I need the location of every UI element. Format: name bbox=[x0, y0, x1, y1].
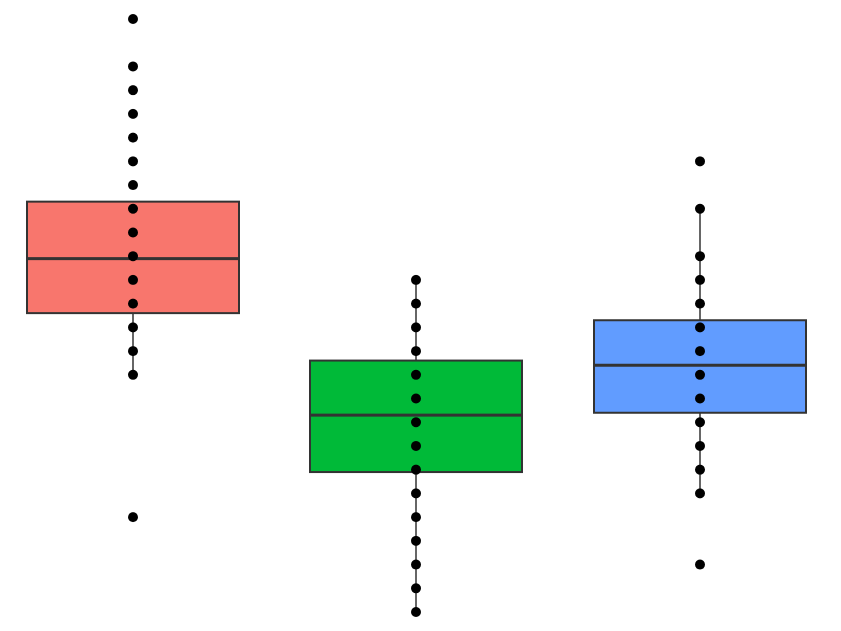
data-point bbox=[128, 132, 138, 143]
data-point bbox=[411, 535, 421, 546]
data-point bbox=[695, 298, 705, 309]
data-point bbox=[411, 583, 421, 594]
data-point bbox=[128, 298, 138, 309]
data-point bbox=[695, 322, 705, 333]
data-point bbox=[411, 346, 421, 357]
data-point bbox=[128, 274, 138, 285]
data-point bbox=[695, 203, 705, 214]
data-point bbox=[411, 274, 421, 285]
data-point bbox=[128, 85, 138, 96]
box-group-2 bbox=[309, 274, 523, 617]
data-point bbox=[411, 393, 421, 404]
data-point bbox=[128, 251, 138, 262]
data-point bbox=[695, 274, 705, 285]
data-point bbox=[695, 393, 705, 404]
data-point bbox=[128, 369, 138, 380]
data-point bbox=[695, 440, 705, 451]
data-point bbox=[128, 346, 138, 357]
plot-area bbox=[26, 14, 807, 617]
data-point bbox=[695, 559, 705, 570]
data-point bbox=[128, 512, 138, 523]
data-point bbox=[411, 440, 421, 451]
data-point bbox=[411, 322, 421, 333]
data-point bbox=[411, 417, 421, 428]
data-point bbox=[695, 156, 705, 167]
data-point bbox=[128, 322, 138, 333]
data-point bbox=[411, 559, 421, 570]
data-point bbox=[411, 369, 421, 380]
data-point bbox=[128, 156, 138, 167]
data-point bbox=[695, 488, 705, 499]
box-group-1 bbox=[26, 14, 240, 523]
box-group-3 bbox=[593, 156, 807, 570]
data-point bbox=[695, 251, 705, 262]
data-point bbox=[128, 227, 138, 238]
data-point bbox=[128, 61, 138, 72]
data-point bbox=[411, 512, 421, 523]
data-point bbox=[695, 369, 705, 380]
data-point bbox=[128, 14, 138, 24]
data-point bbox=[128, 108, 138, 119]
data-point bbox=[411, 464, 421, 475]
data-point bbox=[128, 180, 138, 191]
data-point bbox=[411, 488, 421, 499]
data-point bbox=[695, 464, 705, 475]
data-point bbox=[411, 298, 421, 309]
data-point bbox=[695, 417, 705, 428]
data-point bbox=[411, 607, 421, 617]
data-point bbox=[695, 346, 705, 357]
data-point bbox=[128, 203, 138, 214]
